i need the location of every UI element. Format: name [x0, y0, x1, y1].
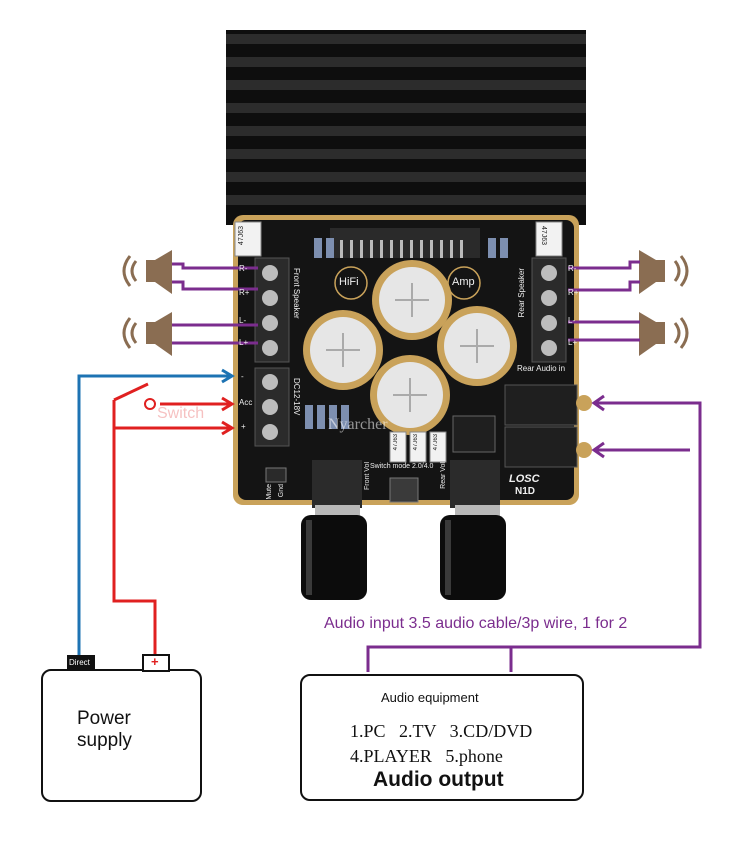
mode-label: Switch mode 2.0/4.0: [370, 463, 434, 470]
audio-equipment-line1: 1.PC 2.TV 3.CD/DVD: [350, 721, 533, 741]
mute-label: Mute: [266, 484, 273, 500]
rear-speaker-label: Rear Speaker: [517, 268, 526, 318]
pin-label-r-minus: R-: [568, 264, 577, 273]
pin-label-r-plus: R+: [568, 288, 579, 297]
pin-label-r-plus: R+: [239, 288, 250, 297]
chip-pins: [340, 240, 463, 258]
audio-equipment-line2: 4.PLAYER 5.phone: [350, 746, 503, 766]
speaker-icon: [639, 312, 689, 356]
speaker-icon: [639, 250, 689, 294]
power-minus-terminal-label: Direct: [69, 658, 90, 667]
rear-volume-knob: [440, 460, 506, 600]
power-supply-label-line1: Power: [77, 708, 131, 729]
capacitor: [372, 260, 452, 340]
audio-input-label: Audio input 3.5 audio cable/3p wire, 1 f…: [324, 615, 628, 632]
power-terminal: [254, 367, 290, 447]
audio-equipment-title: Audio equipment: [381, 690, 479, 705]
pin-label-minus: -: [241, 372, 244, 381]
capacitor: [370, 355, 450, 435]
pin-label-l-plus: L+: [568, 338, 578, 347]
blue-ground-wire: [77, 368, 235, 655]
audio-output-label: Audio output: [373, 768, 504, 791]
pin-label-r-minus: R-: [239, 264, 248, 273]
cap-code-label: 47J63: [433, 434, 439, 451]
pin-label-plus: +: [241, 422, 246, 431]
cap-code-label: 47J63: [413, 434, 419, 451]
audio-input-wires: [366, 394, 702, 672]
front-speaker-label: Front Speaker: [292, 268, 301, 319]
pin-label-l-minus: L-: [568, 316, 576, 325]
amplifier-board: [233, 215, 592, 505]
power-supply-label-line2: supply: [77, 730, 132, 751]
power-plus-terminal-label: +: [151, 654, 159, 669]
speaker-icon: [122, 250, 172, 294]
switch-label: Switch: [157, 405, 205, 422]
cap-code-label: 47J63: [540, 226, 547, 246]
capacitor: [303, 310, 383, 390]
resistors: [305, 238, 508, 429]
speaker-wires: [172, 260, 640, 345]
watermark: Nyarcher: [328, 416, 388, 433]
dc-input-label: DC12-18V: [292, 378, 301, 416]
pin-label-l-plus: L+: [239, 338, 249, 347]
audio-equipment-box: [300, 674, 584, 801]
model-label: N1D: [515, 486, 536, 497]
cap-code-label: 47J63: [393, 434, 399, 451]
brand-label: LOSC: [509, 473, 540, 485]
power-supply-box: [41, 669, 202, 802]
rear-speaker-terminal: [531, 257, 567, 363]
switch-contact: [144, 398, 156, 410]
capacitor: [437, 306, 517, 386]
power-minus-terminal: Direct: [67, 655, 95, 670]
front-volume-knob: [301, 460, 367, 600]
speaker-icon: [122, 312, 172, 356]
cap-code-label: 47J63: [238, 226, 245, 246]
rear-vol-label: Rear Vol: [440, 462, 447, 489]
gnd-label: Gnd: [278, 484, 285, 498]
pin-label-l-minus: L-: [239, 316, 247, 325]
front-speaker-terminal: [254, 257, 290, 363]
heatsink: [226, 30, 586, 225]
power-plus-terminal: +: [142, 654, 170, 672]
hifi-label: HiFi: [339, 276, 359, 288]
hifi-badge: [334, 266, 368, 300]
amp-label: Amp: [452, 276, 475, 288]
rear-audio-in-label: Rear Audio in: [517, 364, 566, 373]
pin-label-acc: Acc: [239, 398, 253, 407]
rca-jacks: [504, 384, 592, 468]
red-positive-wires: [112, 382, 235, 655]
